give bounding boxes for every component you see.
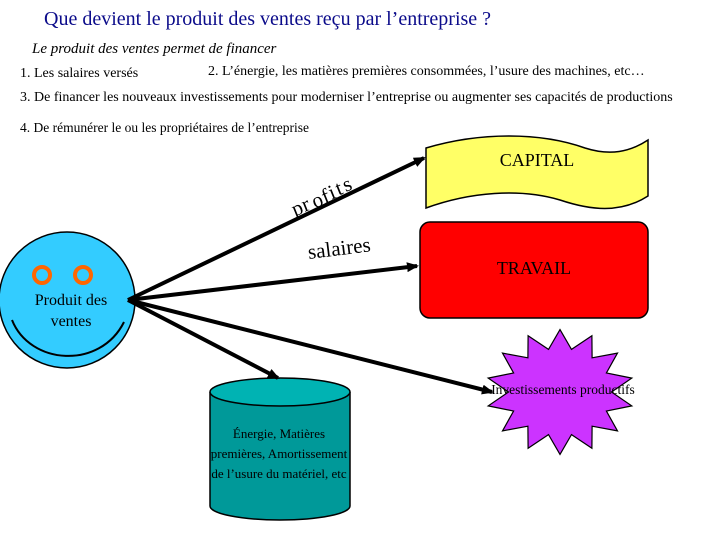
arrow-to-travail [127, 262, 419, 302]
item-investissements: 3. De financer les nouveaux investisseme… [20, 90, 673, 105]
travail-label: TRAVAIL [496, 258, 572, 278]
page-title: Que devient le produit des ventes reçu p… [44, 8, 492, 30]
arrow-to-energie [127, 298, 280, 380]
arrow-to-capital [127, 156, 426, 302]
capital-flag-shape [425, 135, 649, 210]
item-proprietaires: 4. De rémunérer le ou les propriétaires … [20, 120, 309, 135]
subtitle: Le produit des ventes permet de financer [32, 41, 277, 57]
item-energie: 2. L’énergie, les matières premières con… [208, 64, 645, 79]
capital-label: CAPITAL [499, 150, 575, 170]
investissements-label: Investissements productifs [491, 382, 635, 397]
investissements-star-shape [486, 328, 634, 456]
energie-label: Énergie, Matières premières, Amortisseme… [210, 426, 348, 481]
energie-cylinder-shape [209, 377, 351, 521]
arrow-to-investissements [127, 298, 494, 395]
travail-box-shape [419, 221, 649, 319]
produit-label: Produit des ventes [34, 292, 108, 330]
item-salaires: 1. Les salaires versés [20, 66, 139, 81]
